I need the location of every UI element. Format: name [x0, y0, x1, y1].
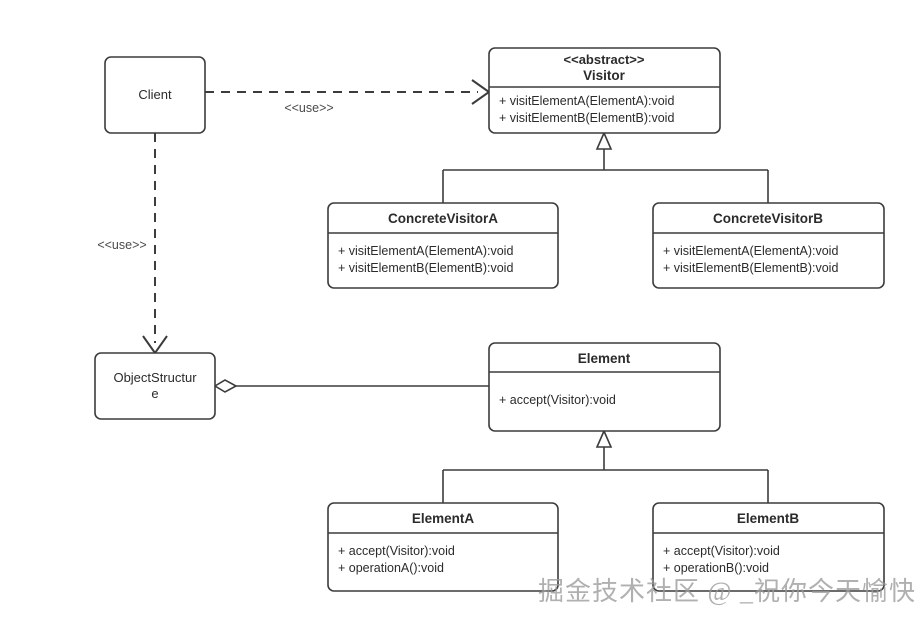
element-member-0: + accept(Visitor):void	[499, 393, 616, 407]
element-inheritance-triangle	[595, 429, 613, 448]
element-a-member-1: + operationA():void	[338, 561, 444, 575]
object-structure-class-name-line1: ObjectStructur	[113, 370, 197, 385]
concrete-visitor-a-member-0: + visitElementA(ElementA):void	[338, 244, 513, 258]
concrete-visitor-a-member-1: + visitElementB(ElementB):void	[338, 261, 513, 275]
element-class-name: Element	[578, 351, 631, 366]
visitor-member-1: + visitElementB(ElementB):void	[499, 111, 674, 125]
client-box-outline	[104, 56, 206, 134]
element-a-member-0: + accept(Visitor):void	[338, 544, 455, 558]
element-b-member-0: + accept(Visitor):void	[663, 544, 780, 558]
concrete-visitor-a-class-name: ConcreteVisitorA	[388, 211, 498, 226]
concrete-visitor-b-member-1: + visitElementB(ElementB):void	[663, 261, 838, 275]
class-box-concrete-visitor-a[interactable]: ConcreteVisitorA + visitElementA(Element…	[327, 202, 559, 289]
aggregation-diamond	[213, 379, 238, 393]
edge-client-to-object-structure-arrowhead	[142, 335, 168, 355]
visitor-inheritance-triangle	[595, 131, 613, 150]
element-a-class-name: ElementA	[412, 511, 475, 526]
edge-element-generalization-bus	[442, 429, 769, 503]
element-b-box-outline	[652, 502, 885, 592]
visitor-stereotype: <<abstract>>	[564, 52, 645, 67]
visitor-class-name: Visitor	[583, 68, 626, 83]
edge-client-to-visitor: <<use>>	[205, 79, 491, 115]
object-structure-box-outline	[94, 352, 216, 420]
concrete-visitor-a-box-outline	[327, 202, 559, 289]
edge-object-structure-to-element	[213, 379, 489, 393]
edge-label-use-visitor: <<use>>	[284, 101, 333, 115]
class-box-element-a[interactable]: ElementA + accept(Visitor):void + operat…	[327, 502, 559, 592]
concrete-visitor-b-member-0: + visitElementA(ElementA):void	[663, 244, 838, 258]
object-structure-class-name-line2: e	[151, 386, 158, 401]
client-class-name: Client	[138, 87, 172, 102]
edge-client-to-visitor-arrowhead	[471, 79, 491, 105]
element-box-outline	[488, 342, 721, 432]
visitor-member-0: + visitElementA(ElementA):void	[499, 94, 674, 108]
element-b-member-1: + operationB():void	[663, 561, 769, 575]
class-box-object-structure[interactable]: ObjectStructur e	[94, 352, 216, 420]
class-box-element[interactable]: Element + accept(Visitor):void	[488, 342, 721, 432]
edge-visitor-generalization-bus	[442, 131, 769, 203]
class-box-element-b[interactable]: ElementB + accept(Visitor):void + operat…	[652, 502, 885, 592]
visitor-box-outline	[488, 47, 721, 134]
element-b-class-name: ElementB	[737, 511, 800, 526]
edge-client-to-object-structure: <<use>>	[97, 133, 168, 355]
class-box-client[interactable]: Client	[104, 56, 206, 134]
class-box-concrete-visitor-b[interactable]: ConcreteVisitorB + visitElementA(Element…	[652, 202, 885, 289]
concrete-visitor-b-class-name: ConcreteVisitorB	[713, 211, 823, 226]
element-a-box-outline	[327, 502, 559, 592]
concrete-visitor-b-box-outline	[652, 202, 885, 289]
class-box-visitor[interactable]: <<abstract>> Visitor + visitElementA(Ele…	[488, 47, 721, 134]
edge-label-use-object-structure: <<use>>	[97, 238, 146, 252]
